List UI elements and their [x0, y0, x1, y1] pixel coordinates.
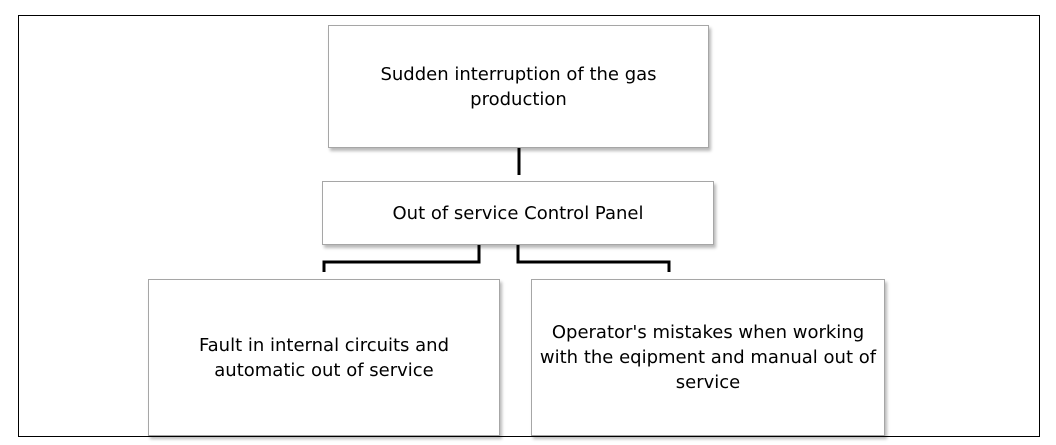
node-fault-internal-circuits-label: Fault in internal circuits and automatic… [198, 334, 450, 381]
node-operator-mistakes: Operator's mistakes when working with th… [531, 279, 885, 436]
node-out-of-service-control-panel-label: Out of service Control Panel [392, 202, 644, 224]
node-out-of-service-control-panel: Out of service Control Panel [322, 181, 714, 245]
edge-middle-to-left [322, 245, 481, 272]
edge-middle-to-right [516, 245, 671, 272]
node-sudden-interruption: Sudden interruption of the gas productio… [328, 25, 709, 148]
node-fault-internal-circuits: Fault in internal circuits and automatic… [148, 279, 500, 436]
node-operator-mistakes-label: Operator's mistakes when working with th… [539, 322, 877, 393]
node-sudden-interruption-label: Sudden interruption of the gas productio… [380, 63, 657, 110]
